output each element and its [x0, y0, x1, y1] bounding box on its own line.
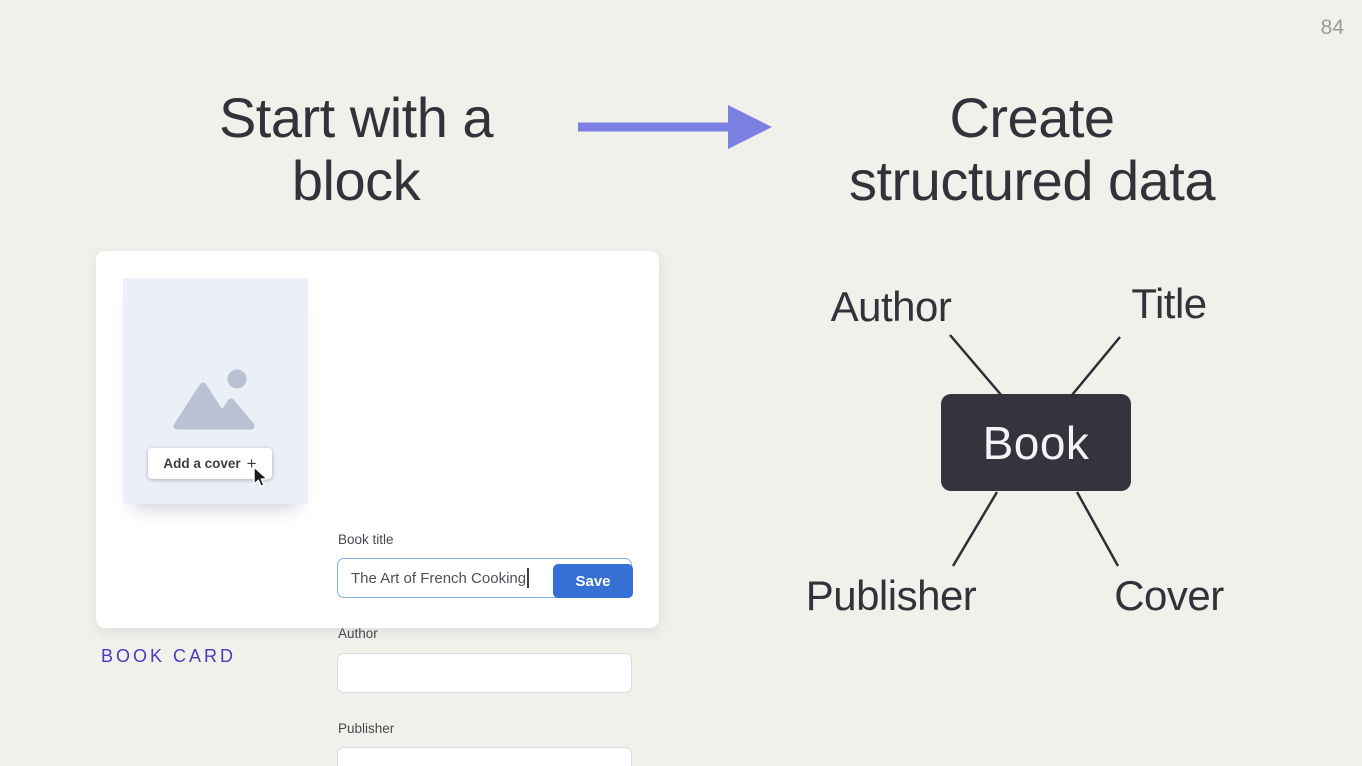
diagram-label-cover: Cover — [1114, 572, 1224, 619]
heading-right-line1: Create — [949, 86, 1115, 149]
plus-icon: + — [246, 453, 257, 473]
author-input[interactable] — [337, 653, 632, 693]
diagram-label-title: Title — [1131, 280, 1207, 327]
diagram-label-publisher: Publisher — [805, 572, 977, 619]
book-card-caption: BOOK CARD — [101, 646, 237, 666]
text-caret — [527, 568, 529, 588]
diagram-book-node: Book — [941, 394, 1131, 491]
heading-right-line2: structured data — [848, 149, 1216, 212]
image-placeholder-icon — [173, 369, 254, 430]
heading-left-line2: block — [291, 149, 421, 212]
mouse-cursor-icon — [253, 466, 269, 488]
save-button[interactable]: Save — [553, 564, 633, 598]
heading-left-line1: Start with a — [218, 86, 494, 149]
book-title-value: The Art of French Cooking — [351, 569, 527, 587]
cover-placeholder[interactable]: Add a cover + — [123, 278, 308, 504]
page-number: 84 — [1320, 16, 1344, 39]
add-cover-label: Add a cover — [163, 456, 241, 471]
publisher-input[interactable] — [337, 747, 632, 766]
publisher-label: Publisher — [338, 721, 395, 736]
book-card: Add a cover + Book title The Art of Frenc… — [96, 251, 659, 766]
diagram-label-author: Author — [830, 283, 952, 330]
book-title-label: Book title — [338, 532, 394, 547]
add-cover-button[interactable]: Add a cover + — [148, 448, 272, 479]
author-label: Author — [338, 626, 378, 641]
right-arrow-icon — [578, 105, 772, 149]
